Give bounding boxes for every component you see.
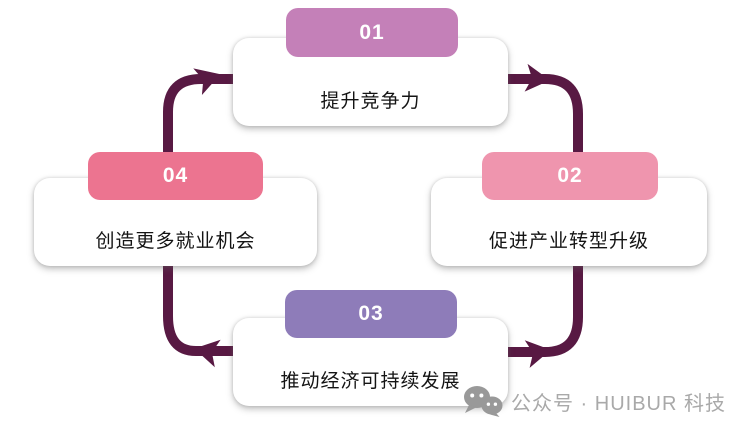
arrow-line <box>163 74 233 152</box>
step-badge-02: 02 <box>482 152 658 200</box>
step-card-03: 推动经济可持续发展 <box>233 318 508 406</box>
arrowhead-right-icon <box>193 68 221 96</box>
arrowhead-right-icon <box>524 63 550 92</box>
arrow-03-to-04 <box>163 266 233 368</box>
arrow-line <box>163 266 233 356</box>
step-label-03: 推动经济可持续发展 <box>280 371 461 392</box>
wechat-chat-bubbles-icon <box>464 386 503 417</box>
arrow-line <box>508 74 583 152</box>
step-label-04: 创造更多就业机会 <box>95 231 256 252</box>
arrow-line <box>508 266 583 357</box>
watermark-text: 公众号 · HUIBUR 科技 <box>511 392 726 415</box>
step-badge-04: 04 <box>88 152 263 200</box>
watermark: 公众号 · HUIBUR 科技 <box>462 384 726 418</box>
arrow-04-to-01 <box>163 68 233 152</box>
arrowhead-left-icon <box>194 339 221 368</box>
arrowhead-right-icon <box>524 340 551 368</box>
step-badge-01: 01 <box>286 8 458 57</box>
step-label-01: 提升竞争力 <box>320 91 421 112</box>
step-badge-03: 03 <box>285 290 457 338</box>
arrow-01-to-02 <box>508 63 583 152</box>
arrow-03-to-02 <box>508 266 583 368</box>
step-label-02: 促进产业转型升级 <box>488 231 649 252</box>
